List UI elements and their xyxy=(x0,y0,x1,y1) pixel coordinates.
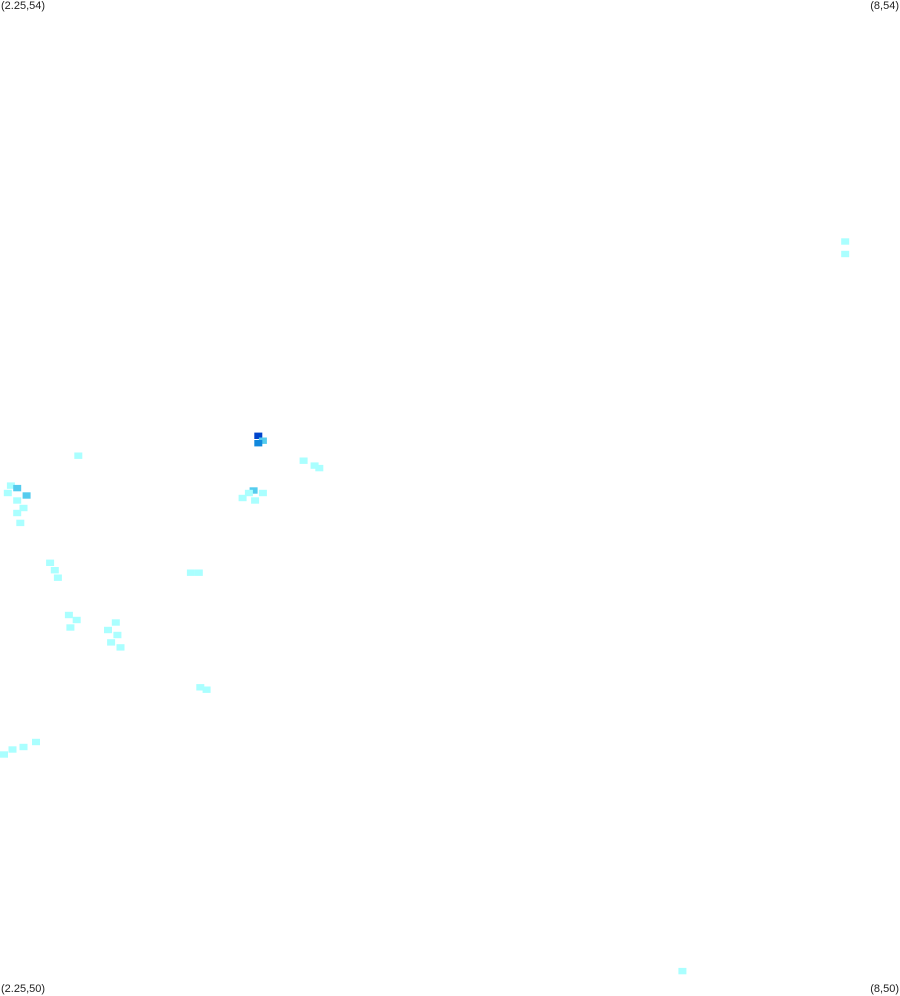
intensity-cell xyxy=(0,751,8,758)
intensity-cell xyxy=(194,569,203,576)
intensity-cell xyxy=(196,684,205,691)
intensity-cell xyxy=(258,437,267,444)
intensity-cell xyxy=(104,626,112,634)
intensity-cell xyxy=(841,250,850,258)
corner-label-top-left: (2.25,54) xyxy=(1,0,46,12)
intensity-cell xyxy=(53,574,62,581)
intensity-cells xyxy=(0,238,850,975)
intensity-cell xyxy=(64,611,73,619)
intensity-cell xyxy=(16,519,25,527)
intensity-cell xyxy=(6,482,15,489)
corner-label-bottom-right: (8,50) xyxy=(870,983,899,995)
corner-label-bottom-left: (2.25,50) xyxy=(1,983,46,995)
intensity-cell xyxy=(19,743,28,751)
intensity-cell xyxy=(46,559,55,566)
intensity-cell xyxy=(244,489,253,497)
intensity-cell xyxy=(72,616,81,624)
intensity-cell xyxy=(258,489,267,497)
corner-label-top-right: (8,54) xyxy=(870,0,899,12)
intensity-cell xyxy=(186,569,195,576)
intensity-cell xyxy=(202,686,211,693)
intensity-cell xyxy=(254,432,263,439)
intensity-cell xyxy=(315,464,324,472)
intensity-cell xyxy=(249,487,258,494)
intensity-cell xyxy=(8,746,17,753)
intensity-cell xyxy=(113,631,122,639)
intensity-cell xyxy=(238,494,247,502)
intensity-cell xyxy=(251,497,260,504)
intensity-cell xyxy=(50,567,59,574)
intensity-cell xyxy=(32,738,40,746)
intensity-cell xyxy=(116,644,125,651)
intensity-cell xyxy=(66,624,75,631)
intensity-cell xyxy=(310,462,319,469)
intensity-cell xyxy=(299,457,308,464)
intensity-cell xyxy=(678,967,687,975)
intensity-cell xyxy=(107,639,116,646)
intensity-cell xyxy=(13,509,22,517)
intensity-cell xyxy=(13,497,22,504)
intensity-cell xyxy=(74,452,83,459)
intensity-cell xyxy=(111,619,120,626)
intensity-cell xyxy=(841,238,850,245)
intensity-cell xyxy=(3,489,12,497)
intensity-cell xyxy=(19,504,28,512)
intensity-cell xyxy=(254,440,263,447)
intensity-cell xyxy=(22,492,31,499)
intensity-cell xyxy=(13,484,22,492)
